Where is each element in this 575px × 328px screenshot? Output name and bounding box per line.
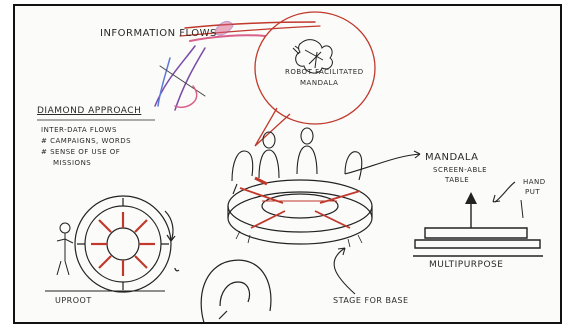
hand-put-arrow <box>495 182 515 202</box>
left-note-line4: MISSIONS <box>53 159 91 167</box>
bubble-label-line1: ROBOT FACILITATED <box>285 68 364 76</box>
left-note-line3: # SENSE OF USE OF <box>41 148 120 156</box>
mandala-heading: MANDALA <box>425 152 478 163</box>
bubble-label-line2: MANDALA <box>300 79 338 87</box>
multipurpose-platform <box>413 202 543 256</box>
sketch-canvas: INFORMATION FLOWS ROBOT FACILITATED MAND… <box>13 4 562 324</box>
standing-figure <box>45 223 165 291</box>
mandala-table <box>228 180 372 247</box>
wheel-red-segments <box>91 212 155 276</box>
arrow-to-mandala <box>345 154 420 174</box>
mandala-sub1: SCREEN-ABLE <box>433 166 487 174</box>
uproot-label: UPROOT <box>55 296 92 305</box>
diamond-approach-heading: DIAMOND APPROACH <box>37 106 141 116</box>
stage-for-base-label: STAGE FOR BASE <box>333 296 409 305</box>
information-flows-label: INFORMATION FLOWS <box>100 28 217 39</box>
mandala-sub2: TABLE <box>445 176 469 184</box>
people-silhouettes <box>232 128 362 194</box>
put-label: PUT <box>525 188 540 196</box>
multipurpose-label: MULTIPURPOSE <box>429 260 503 270</box>
rotating-wheel <box>75 196 175 292</box>
sketch-drawing <box>15 6 562 324</box>
red-spokes <box>240 178 360 228</box>
left-note-line1: INTER-DATA FLOWS <box>41 126 117 134</box>
arrow-stage <box>334 248 355 294</box>
left-note-line2: # CAMPAIGNS, WORDS <box>41 137 131 145</box>
platform-arrow-head <box>465 192 477 204</box>
ear-sketch <box>175 260 271 324</box>
hand-label: HAND <box>523 178 546 186</box>
